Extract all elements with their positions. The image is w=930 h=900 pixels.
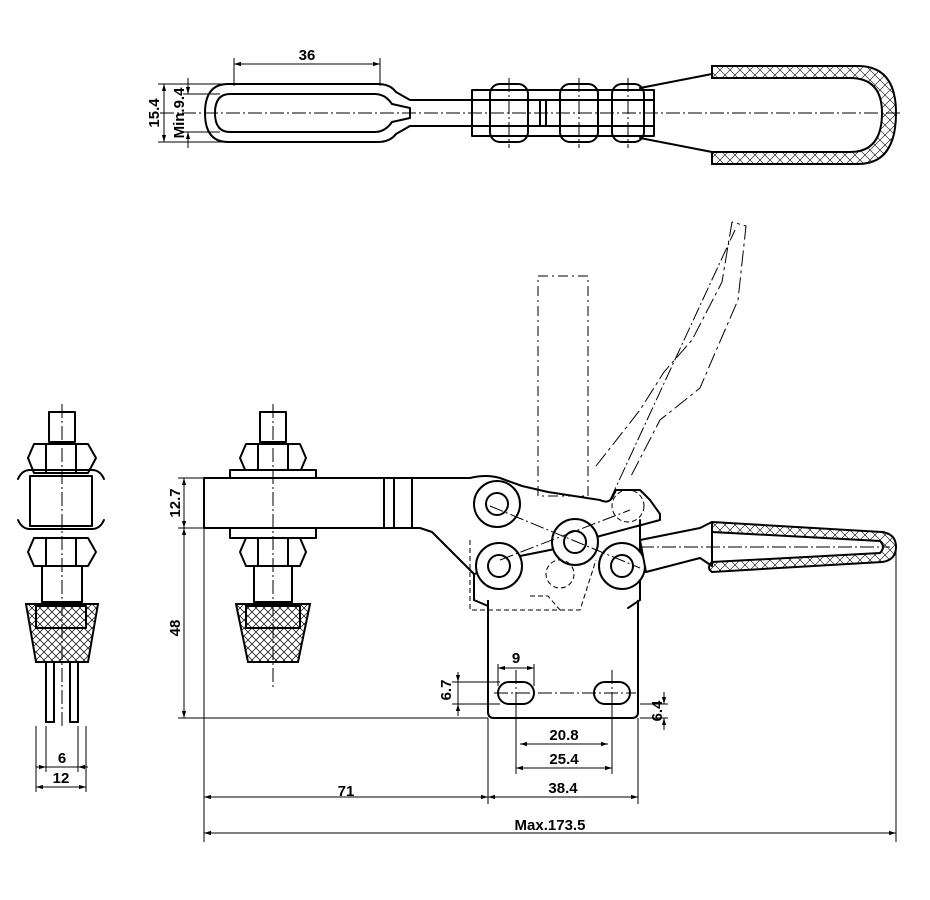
dim-arm-thickness: 12.7 bbox=[167, 488, 184, 517]
dim-arm-reach: 71 bbox=[338, 783, 355, 800]
dim-hole-spacing-b: 25.4 bbox=[549, 751, 579, 768]
top-view-spindle-loop bbox=[204, 83, 473, 143]
spindle-side-view: 6 12 bbox=[17, 404, 105, 792]
dim-slot-offset-b: 6.4 bbox=[649, 700, 666, 722]
clamp-handle-grip bbox=[708, 520, 898, 574]
top-view-handle-grip bbox=[711, 65, 898, 165]
clamp-base bbox=[487, 600, 639, 719]
top-view: 36 15.4 Min.9.4 bbox=[146, 47, 900, 165]
dim-slot-width: 9 bbox=[512, 650, 520, 667]
pivot-center bbox=[551, 518, 599, 566]
dim-spindle-width: 12 bbox=[53, 770, 70, 787]
dim-base-height: 48 bbox=[167, 620, 184, 637]
dim-hole-spacing-a: 20.8 bbox=[549, 727, 578, 744]
main-side-view: 12.7 48 9 6.7 6.4 20.8 25.4 38.4 bbox=[167, 221, 898, 842]
dim-top-height: 15.4 bbox=[146, 98, 163, 128]
pivot-upper-left bbox=[473, 480, 521, 528]
pivot-right bbox=[598, 542, 646, 590]
dim-top-length: 36 bbox=[299, 47, 316, 64]
dim-base-width: 38.4 bbox=[548, 780, 578, 797]
dim-top-min-gap: Min.9.4 bbox=[171, 87, 188, 139]
clamp-arm bbox=[203, 475, 661, 575]
pivot-lower-left bbox=[475, 542, 523, 590]
top-view-spindle-inner bbox=[214, 93, 411, 133]
dim-overall-length: Max.173.5 bbox=[515, 817, 586, 834]
dim-spindle-dia: 6 bbox=[58, 750, 66, 767]
dim-slot-offset-v: 6.7 bbox=[438, 680, 455, 701]
